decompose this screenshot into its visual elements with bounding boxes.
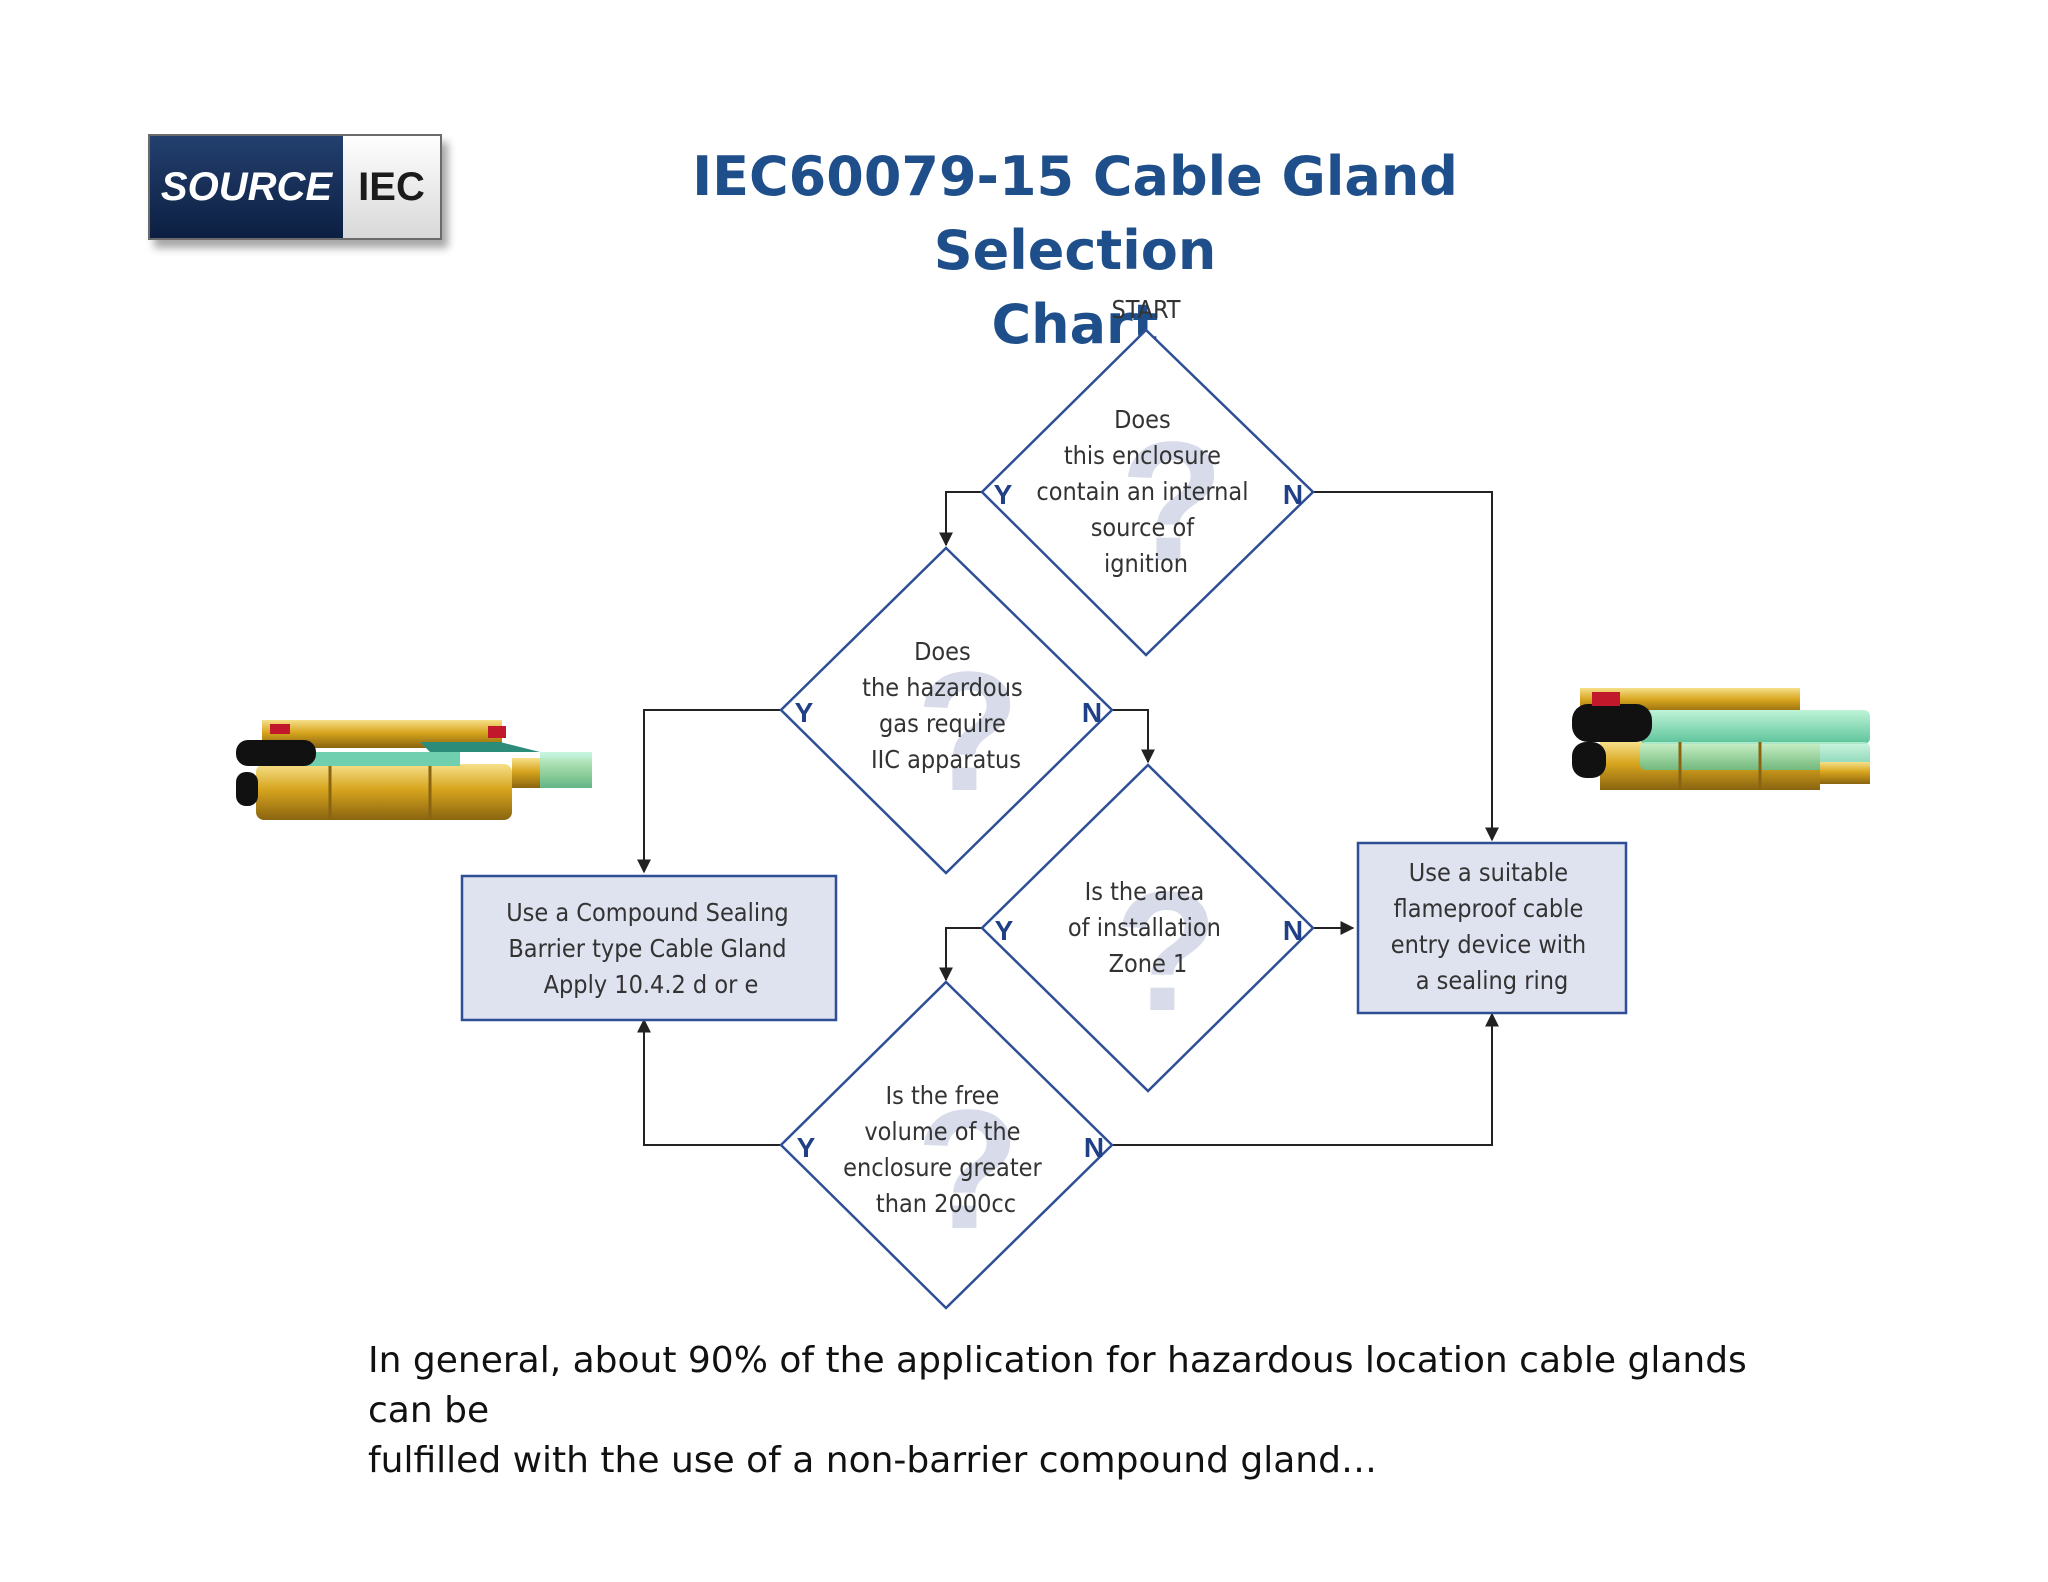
arrow-q1-no [1313,491,1499,842]
source-iec-logo: SOURCE IEC [148,134,442,240]
arrow-q3-yes [939,927,982,982]
q3-text: Is the area of installation Zone 1 [1068,877,1228,978]
start-label: START [1112,295,1181,324]
decision-q1: ? Does this enclosure contain an interna… [980,328,1315,657]
q4-yes-label: Y [797,1132,816,1163]
question-mark-icon: ? [1120,407,1224,597]
caption-line-2: fulfilled with the use of a non-barrier … [368,1440,1377,1481]
q4-text: Is the free volume of the enclosure grea… [843,1081,1049,1218]
arrow-q2-no [1112,709,1155,764]
question-mark-icon: ? [1114,857,1218,1047]
decision-q4: ? Is the free volume of the enclosure gr… [779,980,1114,1310]
connector-lines [637,491,1499,1146]
arrow-q2-yes [637,709,781,874]
box-left-text: Use a Compound Sealing Barrier type Cabl… [506,898,796,999]
arrow-q4-yes [637,1018,781,1146]
q1-no-label: N [1283,479,1303,510]
page-title: IEC60079-15 Cable Gland Selection Chart [560,140,1590,362]
arrow-q1-yes [939,491,982,547]
q1-text: Does this enclosure contain an internal … [1036,405,1255,578]
result-box-barrier-gland: Use a Compound Sealing Barrier type Cabl… [460,874,838,1022]
q3-no-label: N [1283,915,1303,946]
barrier-cable-gland-image [236,720,592,820]
question-mark-icon: ? [916,637,1020,827]
arrow-q4-no [1112,1012,1499,1146]
caption-line-1: In general, about 90% of the application… [368,1340,1747,1431]
caption-text: In general, about 90% of the application… [368,1336,1788,1486]
q3-yes-label: Y [995,915,1014,946]
q2-text: Does the hazardous gas require IIC appar… [862,637,1030,774]
decision-q3: ? Is the area of installation Zone 1 Y N [980,763,1315,1093]
logo-iec-text: IEC [343,136,440,238]
title-line-1: IEC60079-15 Cable Gland Selection [692,145,1458,282]
decision-q2: ? Does the hazardous gas require IIC app… [779,546,1114,875]
q4-no-label: N [1084,1132,1104,1163]
q2-yes-label: Y [795,697,814,728]
q1-yes-label: Y [994,479,1013,510]
flameproof-cable-gland-image [1572,688,1870,790]
result-box-flameproof-entry: Use a suitable flameproof cable entry de… [1356,841,1628,1015]
logo-source-text: SOURCE [150,136,343,238]
box-right-text: Use a suitable flameproof cable entry de… [1391,858,1594,995]
question-mark-icon: ? [916,1075,1020,1265]
q2-no-label: N [1082,697,1102,728]
